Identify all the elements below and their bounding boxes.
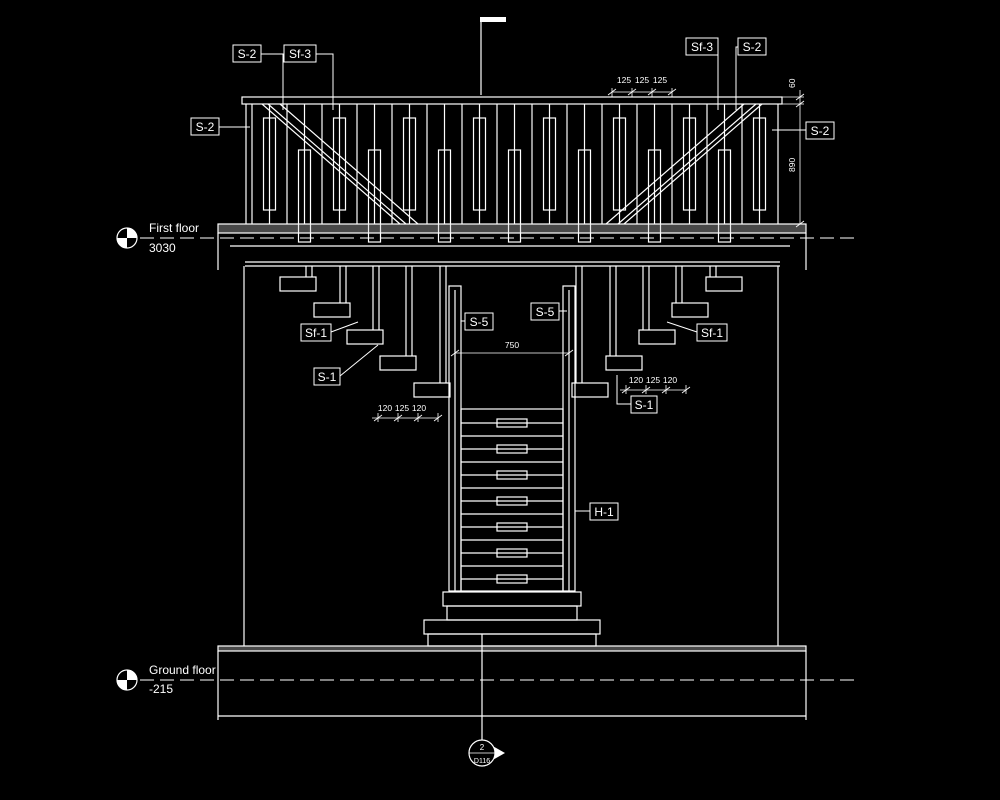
hanging-step — [705, 276, 743, 292]
svg-text:Sf-3: Sf-3 — [691, 40, 713, 54]
stair-tread-block — [496, 522, 528, 532]
stair-tread-block — [496, 496, 528, 506]
stair-tread-block — [496, 548, 528, 558]
stair-tread-block — [496, 470, 528, 480]
svg-text:S-5: S-5 — [470, 315, 489, 329]
svg-text:60: 60 — [787, 78, 797, 88]
svg-text:S-2: S-2 — [811, 124, 830, 138]
baluster-panel — [297, 149, 312, 243]
baluster-panel — [507, 149, 522, 243]
svg-text:120: 120 — [663, 375, 677, 385]
svg-text:125: 125 — [617, 75, 631, 85]
dimension-stair-width: 750 — [450, 340, 574, 358]
baluster-panel — [577, 149, 592, 243]
baluster-panel — [262, 117, 277, 211]
svg-text:120: 120 — [412, 403, 426, 413]
tag-s1-left: S-1 — [313, 344, 379, 386]
stair-tread-block — [496, 574, 528, 584]
stair-stringer-left — [261, 103, 401, 225]
hanging-step — [279, 276, 317, 292]
hanging-steps — [279, 266, 743, 398]
section-number: 2 — [480, 743, 485, 752]
tag-s2-right: S-2 — [772, 121, 835, 140]
hanging-step — [413, 382, 451, 398]
dimension-cantilever-left: 120 125 120 — [372, 403, 443, 422]
baluster-panel — [542, 117, 557, 211]
hanging-step — [379, 355, 417, 371]
svg-text:S-1: S-1 — [318, 370, 337, 384]
dimension-cantilever-right: 120 125 120 — [620, 375, 691, 394]
tag-sf3-top-right: Sf-3 — [685, 37, 719, 110]
stair-tread-block — [496, 418, 528, 428]
stair-stringer-right — [623, 103, 763, 225]
svg-text:750: 750 — [505, 340, 519, 350]
first-floor-slab — [217, 223, 807, 234]
svg-text:125: 125 — [653, 75, 667, 85]
svg-text:890: 890 — [787, 158, 797, 172]
svg-text:125: 125 — [635, 75, 649, 85]
hanging-step — [605, 355, 643, 371]
hanging-step — [671, 302, 709, 318]
svg-text:S-1: S-1 — [635, 398, 654, 412]
svg-text:Sf-1: Sf-1 — [701, 326, 723, 340]
tag-s2-top-right: S-2 — [735, 37, 767, 110]
section-cut-mark — [480, 17, 506, 22]
stair-landing-1 — [442, 591, 582, 607]
baluster-panel — [752, 117, 767, 211]
svg-text:125: 125 — [646, 375, 660, 385]
hanging-step — [346, 329, 384, 345]
tag-s1-right: S-1 — [616, 375, 658, 414]
dimension-rail-height: 60 890 — [782, 78, 805, 228]
ground-floor-slab — [217, 645, 807, 652]
section-marker: 2 D116 — [468, 739, 505, 767]
svg-text:Sf-1: Sf-1 — [305, 326, 327, 340]
svg-text:120: 120 — [629, 375, 643, 385]
baluster-panel — [437, 149, 452, 243]
first-floor-label: First floor — [149, 221, 199, 235]
ground-floor-label: Ground floor — [149, 663, 216, 677]
hanging-step — [638, 329, 676, 345]
stair-tread-block — [496, 444, 528, 454]
hanging-step — [571, 382, 609, 398]
tag-sf3-top-left: Sf-3 — [283, 44, 334, 110]
tag-s2-left: S-2 — [190, 117, 250, 136]
stair-flight — [423, 408, 601, 647]
handrail — [241, 96, 783, 105]
dimension-rail-spacing: 125 125 125 — [607, 75, 677, 97]
svg-text:120: 120 — [378, 403, 392, 413]
svg-text:Sf-3: Sf-3 — [289, 47, 311, 61]
baluster-panel — [332, 117, 347, 211]
baluster-panel — [647, 149, 662, 243]
tag-h1: H-1 — [575, 502, 619, 521]
tag-sf1-right: Sf-1 — [666, 321, 728, 342]
svg-text:S-2: S-2 — [743, 40, 762, 54]
svg-text:H-1: H-1 — [594, 505, 614, 519]
tag-s5-right: S-5 — [530, 302, 567, 321]
balustrade — [241, 96, 783, 243]
ground-floor-elevation: -215 — [149, 682, 173, 696]
ground-floor-level-marker: Ground floor -215 — [116, 663, 216, 696]
tag-s2-top-left: S-2 — [232, 44, 284, 110]
baluster-panel — [682, 117, 697, 211]
baluster-panel — [402, 117, 417, 211]
svg-text:S-2: S-2 — [196, 120, 215, 134]
baluster-panel — [472, 117, 487, 211]
baluster-panel — [612, 117, 627, 211]
svg-text:S-5: S-5 — [536, 305, 555, 319]
first-floor-elevation: 3030 — [149, 241, 176, 255]
section-sheet: D116 — [474, 758, 490, 765]
tag-sf1-left: Sf-1 — [300, 321, 359, 342]
svg-text:125: 125 — [395, 403, 409, 413]
svg-text:S-2: S-2 — [238, 47, 257, 61]
hanging-step — [313, 302, 351, 318]
stair-landing-2 — [423, 619, 601, 635]
first-floor-level-marker: First floor 3030 — [116, 221, 199, 255]
tag-s5-left: S-5 — [461, 312, 494, 331]
baluster-panel — [717, 149, 732, 243]
